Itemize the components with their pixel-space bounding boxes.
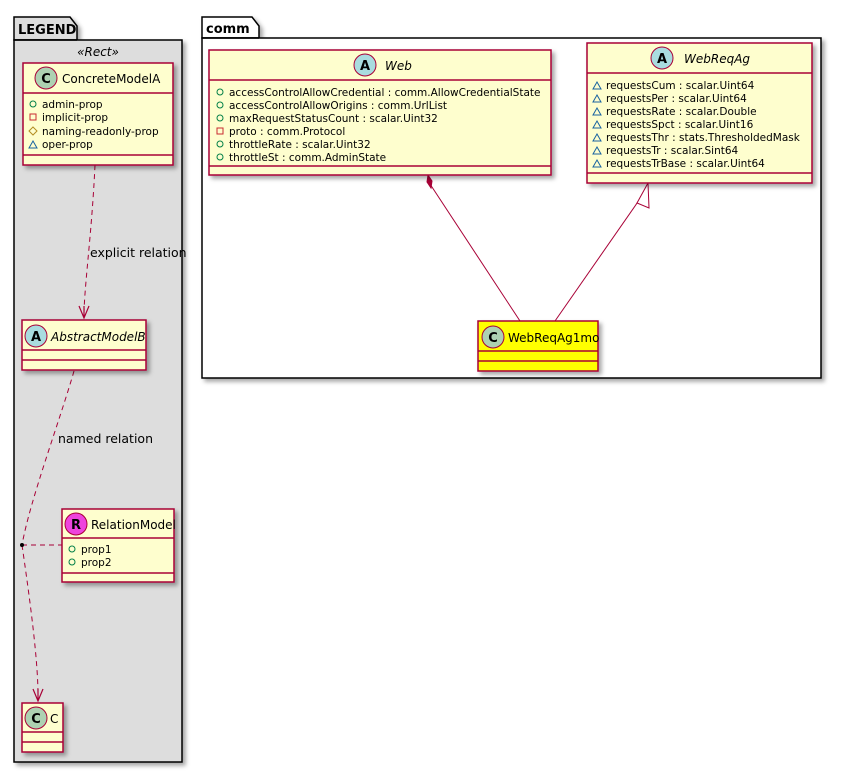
protected-icon xyxy=(28,126,38,136)
class-name: ConcreteModelA xyxy=(62,72,161,86)
class-webreqag1mo[interactable]: C WebReqAg1mo xyxy=(477,320,599,372)
class-circle-icon xyxy=(481,325,505,349)
attribute: requestsTr : scalar.Sint64 xyxy=(606,145,739,157)
abstract-circle-icon xyxy=(353,53,377,77)
public-icon xyxy=(68,558,76,566)
package-icon xyxy=(592,132,602,142)
explicit-relation-label: explicit relation xyxy=(90,245,187,260)
class-circle-icon xyxy=(24,706,48,730)
class-web[interactable]: A Web accessControlAllowCredential : com… xyxy=(208,49,552,176)
package-icon xyxy=(592,80,602,90)
attribute: proto : comm.Protocol xyxy=(229,126,345,138)
class-abstract-model-b[interactable]: A AbstractModelB xyxy=(21,319,147,371)
class-name: RelationModel xyxy=(91,518,176,532)
attribute: accessControlAllowCredential : comm.Allo… xyxy=(229,87,540,99)
relation-inheritance xyxy=(554,181,650,322)
class-name: WebReqAg xyxy=(684,52,750,66)
attribute: requestsThr : stats.ThresholdedMask xyxy=(606,132,801,144)
named-relation-label: named relation xyxy=(58,431,153,446)
class-kind-letter: A xyxy=(31,330,41,345)
legend-stereotype: «Rect» xyxy=(77,45,119,59)
private-icon xyxy=(29,113,37,121)
attribute: maxRequestStatusCount : scalar.Uint32 xyxy=(229,113,438,125)
public-icon xyxy=(216,101,224,109)
class-webreqag[interactable]: A WebReqAg requestsCum : scalar.Uint64 r… xyxy=(586,42,813,184)
class-kind-letter: C xyxy=(488,331,498,346)
attribute: throttleSt : comm.AdminState xyxy=(229,152,386,164)
relation-explicit: explicit relation xyxy=(78,164,187,320)
package-icon xyxy=(28,139,38,149)
package-icon xyxy=(592,93,602,103)
package-icon xyxy=(592,106,602,116)
abstract-circle-icon xyxy=(650,46,674,70)
class-concrete-model-a[interactable]: C ConcreteModelA admin-prop implicit-pro… xyxy=(22,62,174,166)
class-name: C xyxy=(50,712,58,726)
class-c[interactable]: C C xyxy=(21,702,64,753)
comm-title: comm xyxy=(206,22,250,37)
attribute: throttleRate : scalar.Uint32 xyxy=(229,139,371,151)
relation-circle-icon xyxy=(64,512,88,536)
class-kind-letter: R xyxy=(71,518,81,533)
class-name: Web xyxy=(385,59,412,73)
attribute: prop2 xyxy=(81,557,112,569)
class-name: AbstractModelB xyxy=(50,330,146,344)
class-relation-model[interactable]: R RelationModel prop1 prop2 xyxy=(61,508,176,583)
class-kind-letter: C xyxy=(41,72,51,87)
attribute: naming-readonly-prop xyxy=(42,126,159,138)
attribute: requestsCum : scalar.Uint64 xyxy=(606,80,755,92)
relation-composition xyxy=(426,173,521,322)
relation-named: named relation xyxy=(20,370,153,703)
attribute: oper-prop xyxy=(42,139,93,151)
public-icon xyxy=(29,100,37,108)
public-icon xyxy=(216,114,224,122)
public-icon xyxy=(216,88,224,96)
public-icon xyxy=(68,545,76,553)
class-circle-icon xyxy=(34,66,58,90)
attribute: requestsPer : scalar.Uint64 xyxy=(606,93,747,105)
legend-title: LEGEND xyxy=(18,23,77,38)
class-name: WebReqAg1mo xyxy=(508,331,599,345)
class-kind-letter: C xyxy=(31,712,41,727)
attribute: requestsRate : scalar.Double xyxy=(606,106,757,118)
attribute: requestsTrBase : scalar.Uint64 xyxy=(606,158,765,170)
class-kind-letter: A xyxy=(657,52,667,67)
attribute: requestsSpct : scalar.Uint16 xyxy=(606,119,754,131)
package-icon xyxy=(592,158,602,168)
public-icon xyxy=(216,153,224,161)
attribute: accessControlAllowOrigins : comm.UrlList xyxy=(229,100,447,112)
private-icon xyxy=(216,127,224,135)
package-icon xyxy=(592,119,602,129)
attribute: implicit-prop xyxy=(42,112,108,124)
class-kind-letter: A xyxy=(360,59,370,74)
abstract-circle-icon xyxy=(24,324,48,348)
package-icon xyxy=(592,145,602,155)
public-icon xyxy=(216,140,224,148)
attribute: prop1 xyxy=(81,544,112,556)
attribute: admin-prop xyxy=(42,99,103,111)
